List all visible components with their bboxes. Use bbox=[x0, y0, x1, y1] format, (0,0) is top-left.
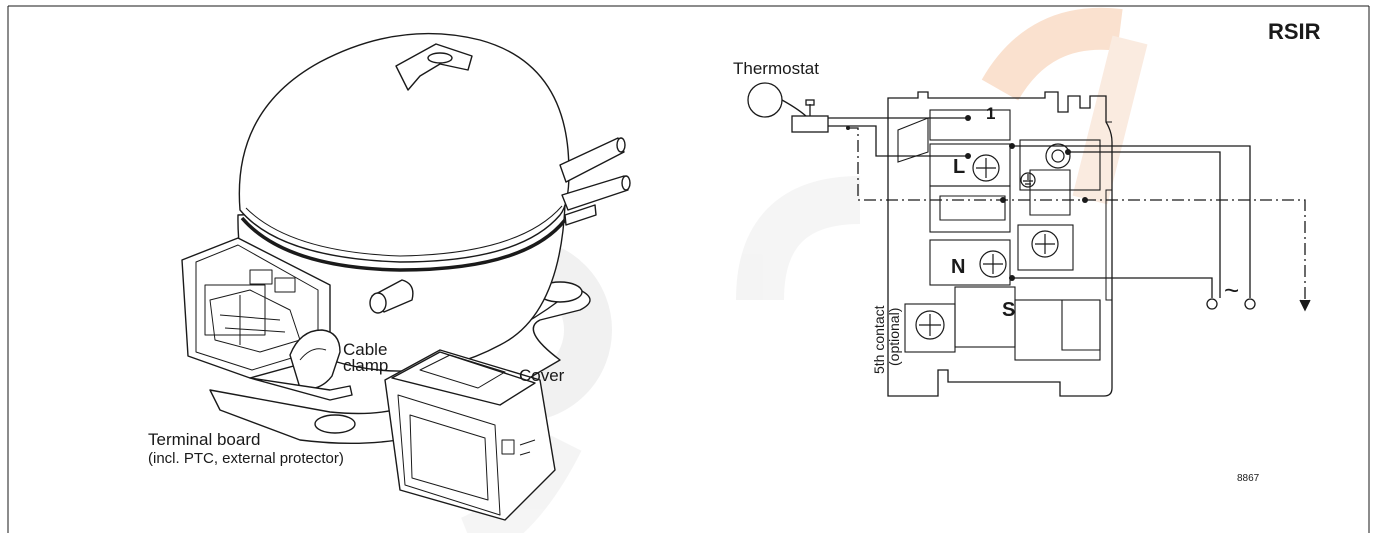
screw-terminals bbox=[915, 143, 1071, 340]
wire-mains-1 bbox=[1012, 145, 1251, 298]
terminal-L-label: L bbox=[953, 156, 966, 178]
thermostat-label: Thermostat bbox=[733, 59, 819, 78]
cable-clamp-label-line1: Cable bbox=[343, 340, 388, 359]
earth-line bbox=[848, 127, 1306, 300]
compressor-illustration bbox=[181, 32, 631, 521]
terminal-board-outline bbox=[887, 91, 1113, 397]
earth-symbol bbox=[1020, 172, 1036, 188]
thermostat-bulb bbox=[747, 82, 783, 118]
frame bbox=[7, 5, 1370, 533]
process-tube bbox=[559, 137, 625, 183]
wiring-diagram bbox=[747, 82, 1311, 397]
frame-title: RSIR bbox=[1268, 19, 1321, 44]
terminal-board-note: (incl. PTC, external protector) bbox=[148, 450, 344, 467]
fifth-contact-label-line1: 5th contact bbox=[871, 305, 887, 375]
lifting-bracket bbox=[395, 43, 473, 91]
terminal-strips bbox=[897, 109, 1101, 361]
terminal-1-label: 1 bbox=[986, 104, 996, 123]
cover-label: Cover bbox=[519, 366, 565, 385]
thermostat-capillary bbox=[781, 99, 809, 119]
ac-symbol: ~ bbox=[1224, 275, 1240, 305]
mains-terminal-left bbox=[1206, 298, 1218, 310]
terminal-board-label: Terminal board bbox=[148, 430, 261, 449]
fifth-contact-label-line2: (optional) bbox=[886, 307, 902, 366]
wire-thermostat-L bbox=[828, 125, 968, 157]
earth-ground-arrow bbox=[1299, 299, 1311, 312]
wire-N bbox=[1012, 277, 1213, 298]
thermostat-body bbox=[791, 115, 829, 133]
dome-seam bbox=[240, 216, 567, 272]
connection-dots bbox=[846, 115, 1088, 281]
wire-mains-2 bbox=[1068, 151, 1221, 298]
compressor-dome bbox=[238, 32, 570, 263]
foot-hole-front bbox=[314, 414, 356, 434]
drawing-number: 8867 bbox=[1237, 473, 1260, 484]
terminal-N-label: N bbox=[951, 256, 966, 278]
terminal-S-label: S bbox=[1002, 299, 1016, 321]
mains-terminal-right bbox=[1244, 298, 1256, 310]
cover-top bbox=[391, 351, 536, 406]
cable-clamp-label-line2: clamp bbox=[343, 356, 389, 375]
